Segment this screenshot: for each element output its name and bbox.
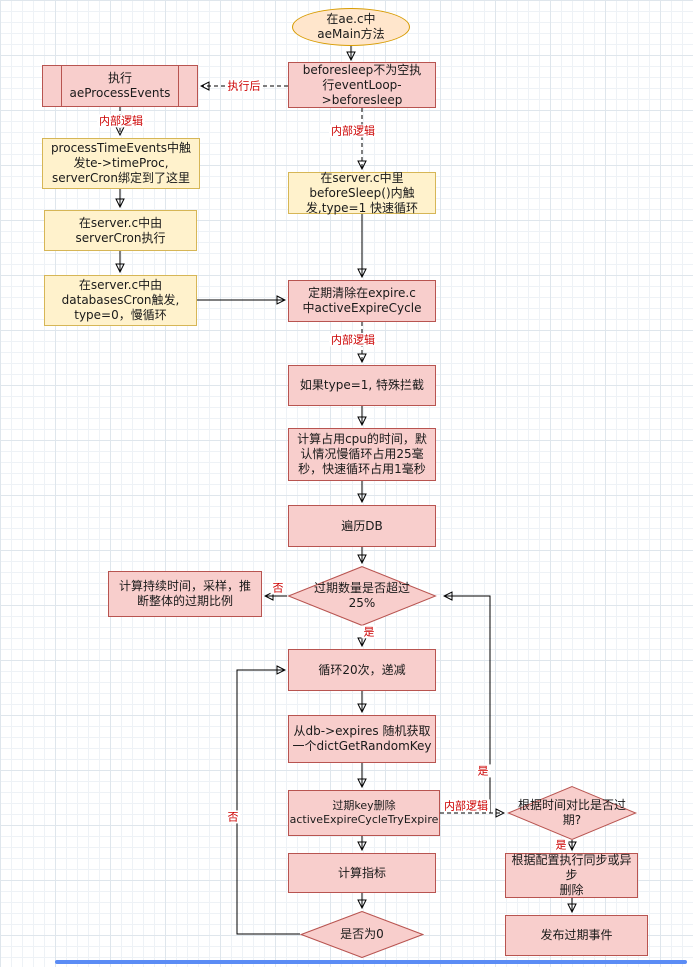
node-metrics[interactable]: 计算指标	[288, 853, 436, 893]
edge-zerodecision-no-to-loop20	[236, 670, 300, 935]
node-sync-async-delete-label: 根据配置执行同步或异步 删除	[511, 853, 632, 897]
node-tryexpire-label: 过期key删除 activeExpireCycleTryExpire	[289, 799, 439, 826]
node-databasescron[interactable]: 在server.c中由 databasesCron触发, type=0，慢循环	[44, 275, 197, 326]
node-iterate-db[interactable]: 遍历DB	[288, 505, 436, 547]
edge-label-internal-logic-3: 内部逻辑	[329, 333, 377, 347]
edge-label-internal-logic-4: 内部逻辑	[442, 799, 490, 813]
node-expire-compare-decision-label: 根据时间对比是否过 期?	[517, 798, 626, 827]
node-type1-intercept-label: 如果type=1, 特殊拦截	[299, 378, 425, 392]
node-iterate-db-label: 遍历DB	[341, 518, 383, 533]
node-beforesleep-trigger-label: 在server.c中里 beforeSleep()内触 发,type=1 快速循…	[305, 170, 419, 215]
edge-label-no-ratio: 否	[270, 581, 286, 595]
node-zero-decision-label: 是否为0	[340, 927, 384, 941]
node-aeprocessevents[interactable]: 执行 aeProcessEvents	[42, 65, 198, 107]
edge-label-yes-ratio: 是	[361, 625, 377, 639]
node-beforesleep-exec-label: beforesleep不为空执 行eventLoop- >beforesleep	[302, 62, 422, 107]
node-estimate-sample[interactable]: 计算持续时间，采样，推 断整体的过期比例	[108, 571, 262, 617]
node-estimate-sample-label: 计算持续时间，采样，推 断整体的过期比例	[118, 579, 251, 608]
edge-label-yes-up: 是	[475, 764, 491, 778]
node-cpu-time[interactable]: 计算占用cpu的时间，默 认情况慢循环占用25毫 秒，快速循环占用1毫秒	[288, 428, 436, 481]
edge-label-yes-compare: 是	[553, 838, 569, 852]
node-activeexpirecycle-label: 定期清除在expire.c 中activeExpireCycle	[302, 286, 422, 315]
node-metrics-label: 计算指标	[337, 865, 386, 880]
node-expire-compare-decision[interactable]: 根据时间对比是否过 期?	[507, 786, 637, 840]
edge-label-internal-logic-2: 内部逻辑	[329, 124, 377, 138]
node-expired-ratio-decision-label: 过期数量是否超过 25%	[313, 581, 410, 610]
node-beforesleep-trigger[interactable]: 在server.c中里 beforeSleep()内触 发,type=1 快速循…	[288, 170, 436, 215]
edge-compare-yes-to-ratiodecision	[444, 596, 491, 813]
node-processtimeevents[interactable]: processTimeEvents中触 发te->timeProc, serve…	[42, 138, 200, 189]
horizontal-scrollbar-thumb[interactable]	[55, 960, 687, 964]
diamond-shape	[507, 786, 637, 840]
edge-label-exec-after: 执行后	[225, 79, 263, 93]
node-random-key[interactable]: 从db->expires 随机获取 一个dictGetRandomKey	[288, 715, 436, 763]
edge-label-internal-logic-1: 内部逻辑	[97, 114, 145, 128]
node-beforesleep-exec[interactable]: beforesleep不为空执 行eventLoop- >beforesleep	[288, 62, 436, 108]
node-cpu-time-label: 计算占用cpu的时间，默 认情况慢循环占用25毫 秒，快速循环占用1毫秒	[297, 432, 427, 476]
node-aemain-start[interactable]: 在ae.c中 aeMain方法	[292, 8, 410, 46]
node-publish-event[interactable]: 发布过期事件	[505, 915, 648, 956]
node-zero-decision[interactable]: 是否为0	[300, 911, 424, 958]
node-aeprocessevents-label: 执行 aeProcessEvents	[69, 71, 171, 100]
node-sync-async-delete[interactable]: 根据配置执行同步或异步 删除	[505, 853, 638, 898]
node-databasescron-label: 在server.c中由 databasesCron触发, type=0，慢循环	[61, 278, 180, 322]
node-random-key-label: 从db->expires 随机获取 一个dictGetRandomKey	[292, 724, 432, 753]
diamond-shape	[287, 566, 437, 626]
diamond-shape	[300, 911, 424, 958]
node-activeexpirecycle[interactable]: 定期清除在expire.c 中activeExpireCycle	[288, 280, 436, 322]
edge-label-no-loop: 否	[225, 810, 241, 824]
node-loop20[interactable]: 循环20次，递减	[288, 649, 436, 691]
node-servercron-label: 在server.c中由 serverCron执行	[75, 215, 166, 245]
node-tryexpire[interactable]: 过期key删除 activeExpireCycleTryExpire	[288, 790, 440, 836]
node-loop20-label: 循环20次，递减	[318, 662, 406, 677]
node-type1-intercept[interactable]: 如果type=1, 特殊拦截	[288, 365, 436, 406]
node-publish-event-label: 发布过期事件	[540, 928, 613, 942]
node-aemain-label: 在ae.c中 aeMain方法	[317, 12, 385, 41]
node-processtimeevents-label: processTimeEvents中触 发te->timeProc, serve…	[50, 141, 192, 185]
node-servercron[interactable]: 在server.c中由 serverCron执行	[44, 210, 197, 251]
node-expired-ratio-decision[interactable]: 过期数量是否超过 25%	[287, 566, 437, 626]
